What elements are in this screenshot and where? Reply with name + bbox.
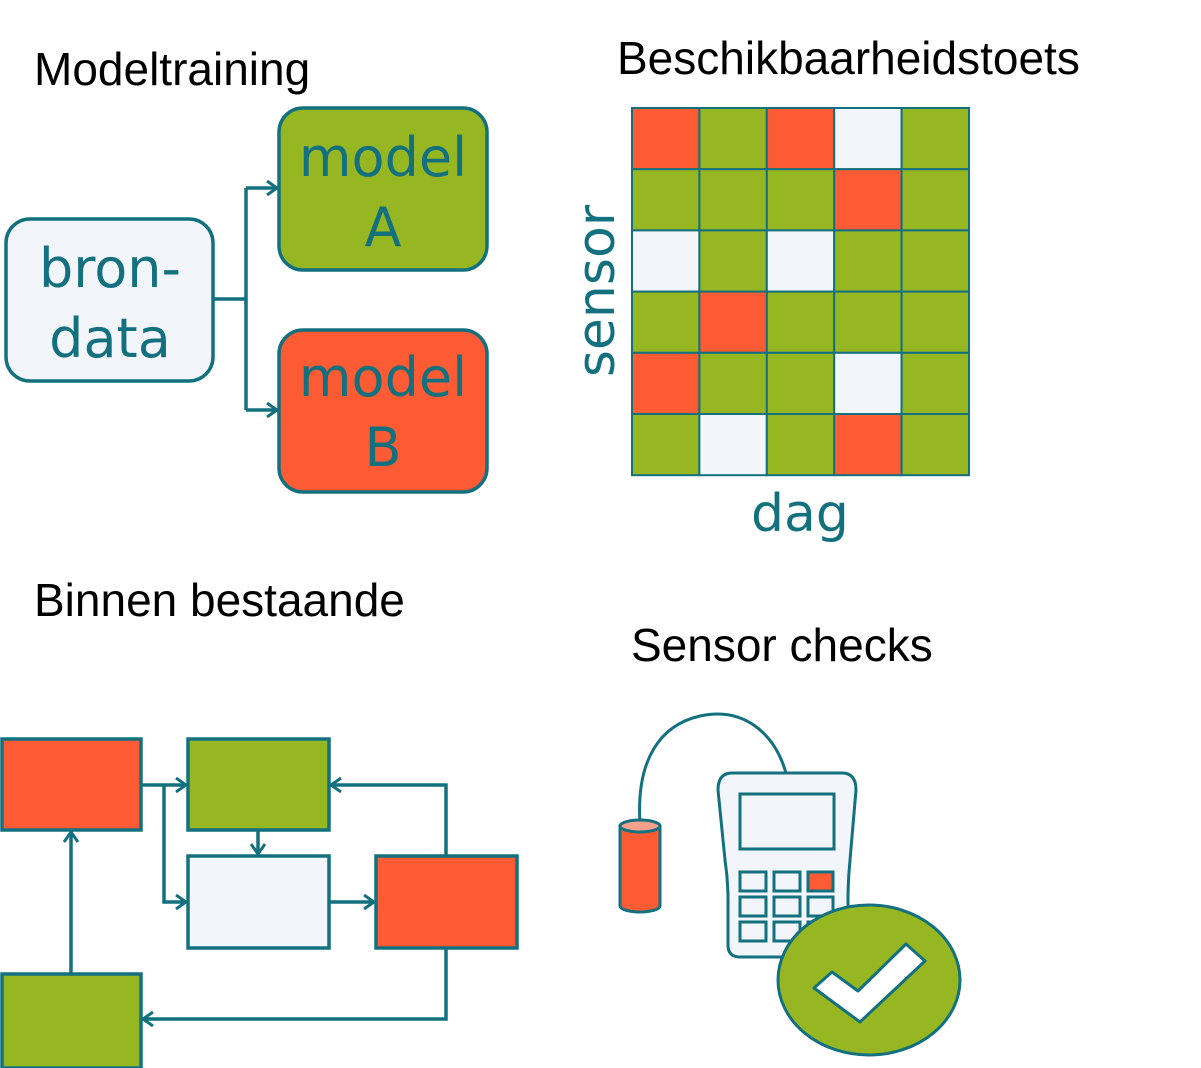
source-data-label-line2: data [49,307,171,370]
grid-cell-sensor1-day4-missing [833,107,903,171]
grid-cell-sensor1-day3-fail [765,107,836,171]
checkmark-icon [812,942,927,1024]
grid-cell-sensor2-day3-ok [765,168,836,232]
source-data-label-line1: bron- [39,237,181,300]
grid-cell-sensor2-day1-ok [631,168,701,232]
sensor-probe-icon [618,818,662,914]
panel-title-modeltraining: Modeltraining [34,43,311,95]
grid-cell-sensor3-day5-ok [900,229,970,293]
grid-cell-sensor6-day3-ok [765,413,836,477]
grid-cell-sensor1-day5-ok [900,107,970,171]
model-a-label-line2: A [365,196,402,259]
grid-cell-sensor4-day1-ok [631,290,701,354]
grid-cell-sensor2-day5-ok [900,168,970,232]
grid-cell-sensor2-day4-fail [833,168,903,232]
arrow-1-to-3 [162,785,186,902]
grid-cell-sensor5-day5-ok [900,351,970,415]
availability-x-label: dag [751,484,849,544]
panel-title-sensor-checks: Sensor checks [631,619,933,671]
arrow-4-to-2 [331,785,448,856]
grid-cell-sensor4-day4-ok [833,290,903,354]
process-box-5 [0,972,143,1068]
grid-cell-sensor6-day1-ok [631,413,701,477]
grid-cell-sensor6-day4-fail [833,413,903,477]
panel-title-availability: Beschikbaarheidstoets [617,32,1080,84]
model-b-label-line2: B [364,416,401,479]
availability-grid [631,107,970,477]
grid-cell-sensor3-day2-ok [698,229,768,293]
panel-title-existing: Binnen bestaande [34,574,405,626]
availability-y-label: sensor [567,204,627,377]
sensor-checks-illustration [618,712,962,1057]
grid-cell-sensor3-day4-ok [833,229,903,293]
sensor-cable [638,712,788,824]
modeltraining-diagram: bron- data model A model B [4,106,489,494]
grid-cell-sensor4-day2-fail [698,290,768,354]
arrow-4-to-5 [143,948,448,1019]
grid-cell-sensor1-day2-ok [698,107,768,171]
grid-cell-sensor3-day3-missing [765,229,836,293]
model-b-box [277,328,489,494]
existing-process-diagram [0,737,519,1068]
grid-cell-sensor4-day5-ok [900,290,970,354]
grid-cell-sensor5-day4-missing [833,351,903,415]
process-box-3 [186,854,331,950]
handheld-meter-icon [716,771,858,959]
meter-display [738,792,836,851]
grid-cell-sensor6-day2-missing [698,413,768,477]
grid-cell-sensor3-day1-missing [631,229,701,293]
checkmark-badge-icon [776,903,962,1057]
branch-connector [213,188,277,410]
grid-cell-sensor5-day1-fail [631,351,701,415]
model-b-label-line1: model [299,346,467,409]
model-a-box [277,106,489,272]
grid-cell-sensor5-day3-ok [765,351,836,415]
process-box-1 [0,737,143,832]
grid-cell-sensor1-day1-fail [631,107,701,171]
model-a-label-line1: model [299,126,467,189]
grid-cell-sensor2-day2-ok [698,168,768,232]
grid-cell-sensor5-day2-ok [698,351,768,415]
grid-cell-sensor6-day5-ok [900,413,970,477]
process-box-4 [374,854,519,950]
process-box-2 [186,737,331,832]
grid-cell-sensor4-day3-ok [765,290,836,354]
